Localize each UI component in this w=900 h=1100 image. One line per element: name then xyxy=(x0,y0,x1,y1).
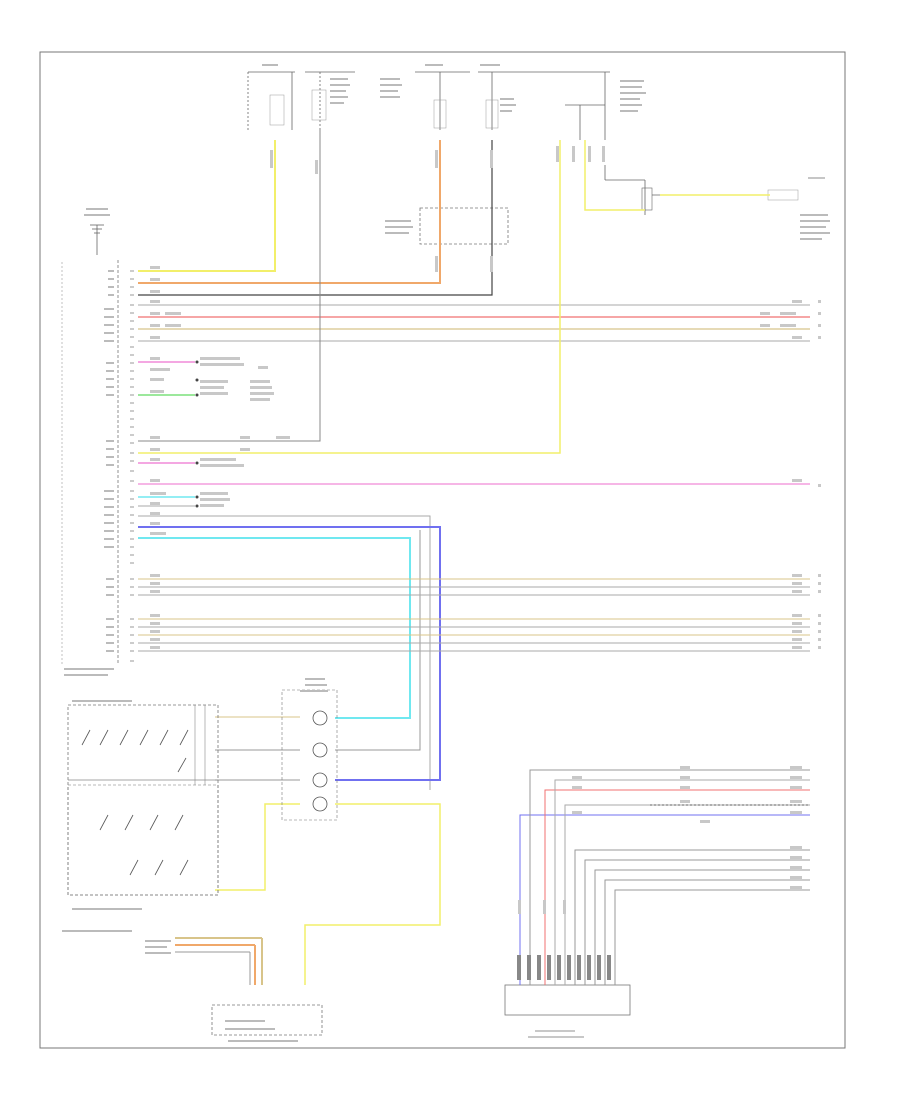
relay-block xyxy=(385,207,509,245)
fuse-box-left xyxy=(247,64,355,130)
heater-elements xyxy=(281,678,338,821)
wire-cyan xyxy=(138,537,411,719)
connector-notes xyxy=(200,357,274,507)
steering-switch xyxy=(62,930,263,985)
wire-orange xyxy=(138,140,441,284)
fuse-box-center xyxy=(380,64,610,130)
wire-gray-3 xyxy=(138,505,431,790)
main-connector xyxy=(61,260,134,676)
wire-labels xyxy=(150,146,821,649)
wire-yellow-bottom xyxy=(215,803,441,985)
wire-yellow-top xyxy=(138,140,276,272)
mirror-switch-assembly xyxy=(67,700,219,910)
wire-black xyxy=(138,140,493,296)
diagram-frame xyxy=(39,51,846,1049)
wire-right-relay-yellow xyxy=(584,140,770,211)
right-relay xyxy=(565,72,830,240)
wire-gray-vertical xyxy=(138,130,321,442)
combination-meter xyxy=(211,1004,323,1042)
wire-mirror-links xyxy=(215,716,300,781)
wire-gray-4 xyxy=(335,530,421,751)
wire-bus-lines xyxy=(138,578,810,652)
wire-yellow-long xyxy=(138,140,561,454)
wire-blue xyxy=(138,526,441,781)
ground-symbol xyxy=(84,208,110,255)
connector-arrows xyxy=(195,360,199,508)
radio-connector xyxy=(504,766,810,1038)
